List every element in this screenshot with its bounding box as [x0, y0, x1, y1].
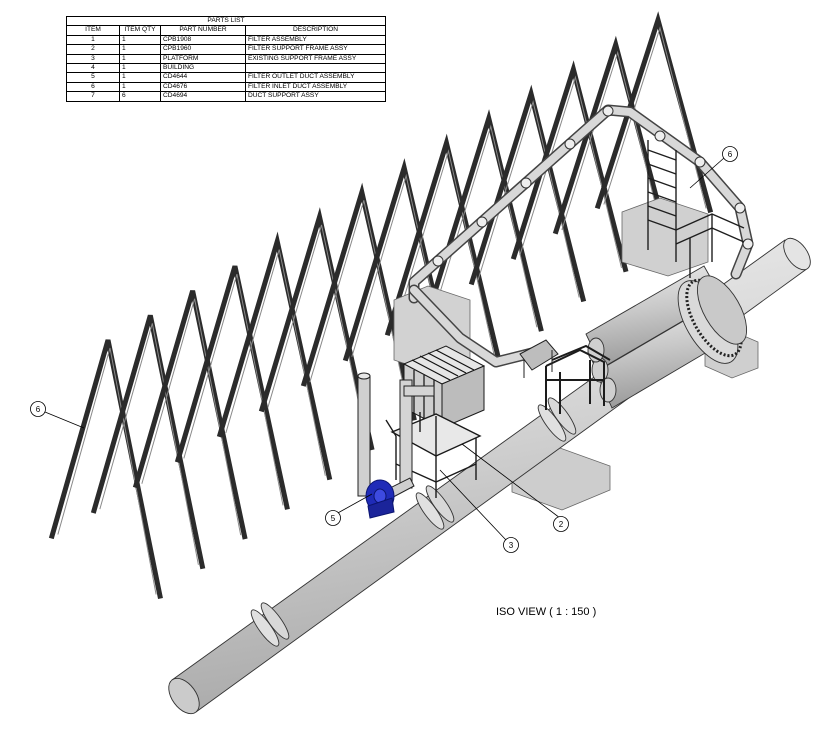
a-frame-member: [174, 265, 290, 510]
cell-description: FILTER INLET DUCT ASSEMBLY: [245, 81, 386, 93]
col-qty: ITEM QTY: [119, 25, 161, 36]
cell-item: 6: [66, 81, 120, 93]
cell-description: [245, 63, 386, 74]
duct-end-far: [783, 237, 811, 271]
a-frame-member: [510, 60, 629, 273]
a-frame-member: [594, 11, 714, 214]
cell-part-number: CD4676: [160, 81, 246, 93]
parts-list-table: PARTS LIST ITEM ITEM QTY PART NUMBER DES…: [66, 15, 386, 102]
a-frame-highlight: [477, 99, 580, 298]
cell-item: 2: [66, 44, 120, 55]
a-frame-highlight: [267, 224, 369, 447]
col-description: DESCRIPTION: [245, 25, 386, 36]
cell-qty: 1: [119, 72, 161, 83]
flange-6: [547, 397, 577, 435]
cell-qty: 1: [119, 81, 161, 93]
a-frame-member: [216, 231, 333, 481]
a-frame-highlight: [603, 26, 707, 209]
duct-joints: [432, 105, 754, 267]
pad-right: [621, 197, 709, 277]
cell-qty: 1: [119, 34, 161, 46]
a-frame-member: [552, 35, 671, 243]
inlet-cone: [519, 339, 559, 378]
balloon-4: 6: [36, 405, 41, 414]
fan-blower: [365, 479, 395, 519]
exhaust-stack: [357, 375, 371, 497]
cell-description: FILTER ASSEMBLY: [245, 34, 386, 46]
parts-list-title: PARTS LIST: [66, 15, 386, 27]
a-frame-highlight: [141, 298, 242, 536]
access-stair: [647, 140, 745, 278]
cell-description: EXISTING SUPPORT FRAME ASSY: [245, 53, 386, 65]
a-frame-member: [132, 290, 248, 540]
balloon-circles: [30, 146, 738, 553]
balloon-labels: 6 2 3 5 6: [36, 150, 733, 550]
cell-part-number: PLATFORM: [160, 53, 246, 65]
cell-item: 3: [66, 53, 120, 65]
cell-part-number: CD4644: [160, 72, 246, 83]
a-frame-member: [90, 314, 206, 570]
cell-qty: 6: [119, 91, 161, 102]
col-item: ITEM: [66, 25, 120, 36]
cell-description: FILTER OUTLET DUCT ASSEMBLY: [245, 72, 386, 83]
cell-item: 7: [66, 91, 120, 102]
flange-2: [260, 602, 290, 640]
flange-4: [425, 485, 455, 523]
balloon-5: 5: [331, 514, 336, 523]
cell-qty: 1: [119, 53, 161, 65]
col-part-number: PART NUMBER: [160, 25, 246, 36]
cell-description: FILTER SUPPORT FRAME ASSY: [245, 44, 386, 55]
a-frame-highlight: [519, 75, 622, 268]
view-label: ISO VIEW ( 1 : 150 ): [496, 606, 597, 618]
cell-qty: 1: [119, 44, 161, 55]
cell-item: 1: [66, 34, 120, 46]
cell-part-number: BUILDING: [160, 63, 246, 74]
a-frame-highlight: [99, 323, 199, 565]
cell-part-number: CD4694: [160, 91, 246, 102]
balloon-6: 6: [728, 150, 733, 159]
balloon-3: 3: [509, 541, 514, 550]
a-frame-member: [384, 133, 502, 362]
filter-support-frame: [545, 344, 611, 414]
cell-part-number: CPB1908: [160, 34, 246, 46]
cell-item: 4: [66, 63, 120, 74]
a-frame-highlight: [225, 249, 326, 476]
a-frame-highlight: [57, 347, 157, 595]
cell-description: DUCT SUPPORT ASSY: [245, 91, 386, 102]
balloon-2: 2: [559, 520, 564, 529]
a-frame-highlight: [183, 274, 284, 506]
duct-end-open: [168, 677, 200, 715]
cell-qty: 1: [119, 63, 161, 74]
a-frame-member: [258, 207, 375, 451]
bundle-ring-far: [696, 275, 748, 345]
a-frame-member: [48, 339, 163, 599]
cell-item: 5: [66, 72, 120, 83]
a-frame-highlight: [393, 149, 496, 358]
cell-part-number: CPB1960: [160, 44, 246, 55]
balloon-leaders: [44, 157, 725, 541]
tube-bundle: [585, 265, 748, 409]
